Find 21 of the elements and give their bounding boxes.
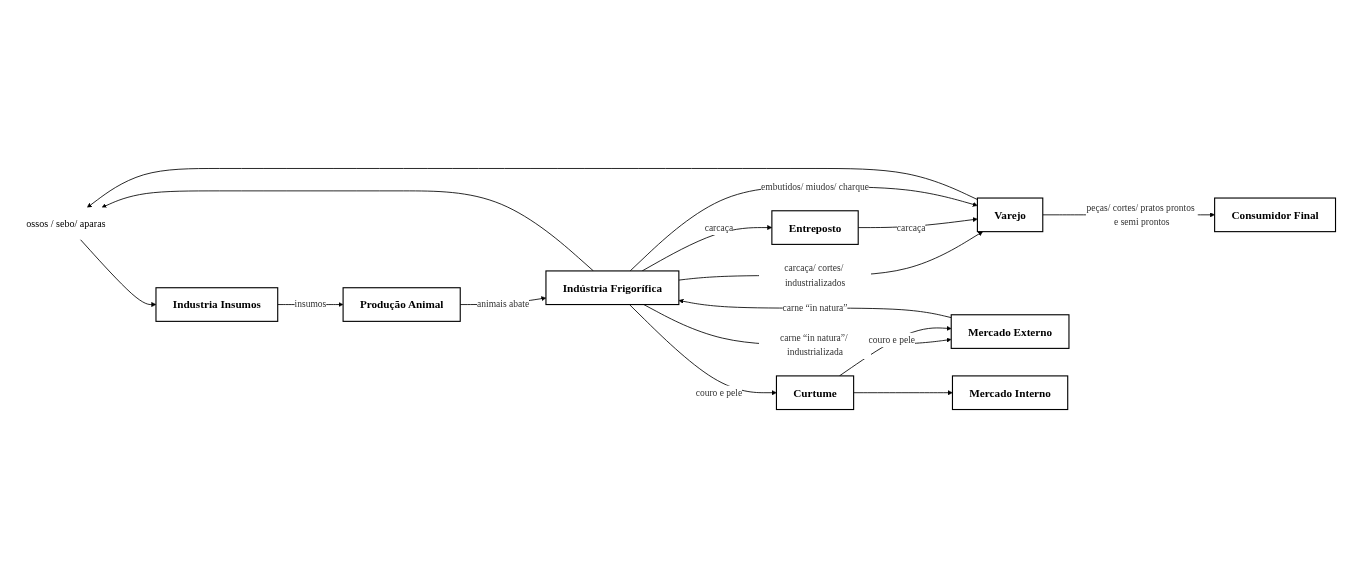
node-box: Curtume [775,375,855,411]
edge-label: carcaça [896,222,926,233]
node-box: Consumidor Final [1214,197,1337,233]
node-box: Mercado Externo [950,314,1070,349]
edge-label: insumos [294,299,327,310]
edge-label: couro e pele [868,334,916,345]
edge-label: embutidos/ miudos/ charque [761,181,869,193]
node-box: Indústria Frigorífica [545,270,680,306]
edge-label: carne “in natura” [782,302,848,314]
node-box: Industria Insumos [155,287,279,322]
node-box: Mercado Interno [951,375,1069,411]
edge-label: carcaça/ cortes/ industrializados [784,262,846,288]
node-box: Varejo [976,197,1044,233]
node-box: Entreposto [771,210,859,245]
node-box: Produção Animal [342,287,461,322]
edge-label: carne “in natura”/ industrializada [780,332,848,358]
edge-label: peças/ cortes/ pratos prontos e semi prontos [1086,202,1195,228]
edge-label: animais abate [477,299,530,310]
edge-label: couro e pele [695,387,743,398]
edge-label: carcaça [704,222,734,233]
node-text: ossos / sebo/ aparas [26,217,106,229]
